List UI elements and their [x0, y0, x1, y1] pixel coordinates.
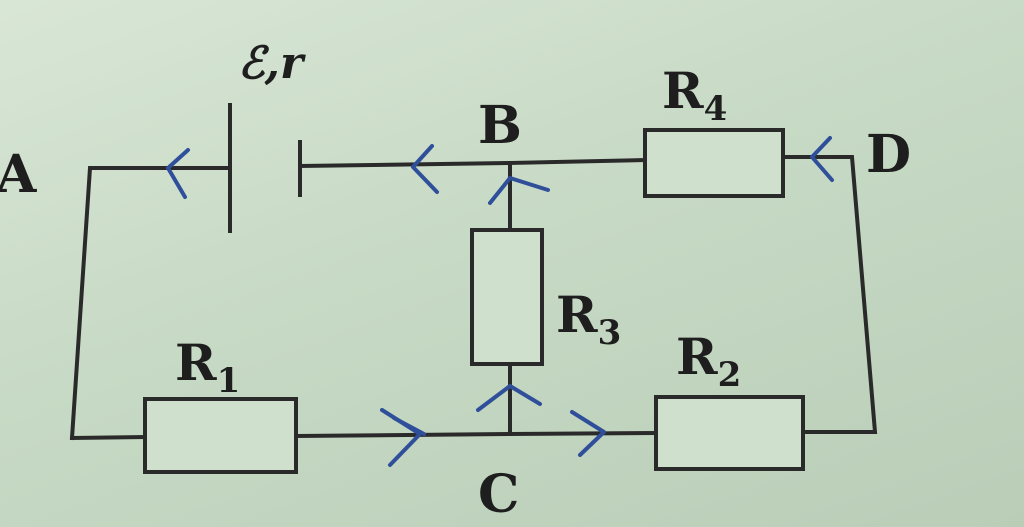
label-r2: R2 [676, 327, 741, 395]
resistor-r4 [643, 128, 785, 198]
arrow-left-near-b-icon [411, 144, 439, 194]
arrow-right-r1-to-c-icon [380, 408, 422, 467]
wire-a-to-r1 [69, 434, 148, 441]
arrow-right-c-to-r2-icon [570, 410, 606, 457]
label-node-a: A [0, 144, 37, 205]
wire-a-to-battery [69, 166, 232, 441]
wire-r4-to-d-to-r2 [781, 155, 878, 434]
wire-battery-to-b [297, 160, 513, 169]
resistor-r3 [470, 228, 544, 366]
wires [69, 155, 878, 441]
wire-r1-to-c [293, 431, 513, 439]
label-emf: ℰ,r [238, 38, 306, 89]
arrow-up-above-r3-icon [488, 176, 550, 205]
current-arrows [166, 136, 834, 467]
label-r3: R3 [556, 285, 621, 353]
label-node-b: B [478, 95, 522, 156]
label-node-c: C [478, 464, 519, 525]
resistor-r2 [654, 395, 805, 471]
arrow-left-near-a-icon [166, 148, 190, 199]
resistor-r1 [143, 397, 298, 474]
arrow-left-near-d-icon [810, 136, 834, 182]
arrow-up-below-r3-icon [476, 384, 542, 412]
label-r4: R4 [662, 61, 727, 129]
label-node-d: D [866, 124, 911, 185]
label-r1: R1 [175, 333, 240, 401]
arrow-right-r1-to-c-inner-icon [392, 416, 426, 436]
wire-b-to-r4 [507, 157, 648, 166]
wire-c-to-r2 [507, 430, 659, 437]
